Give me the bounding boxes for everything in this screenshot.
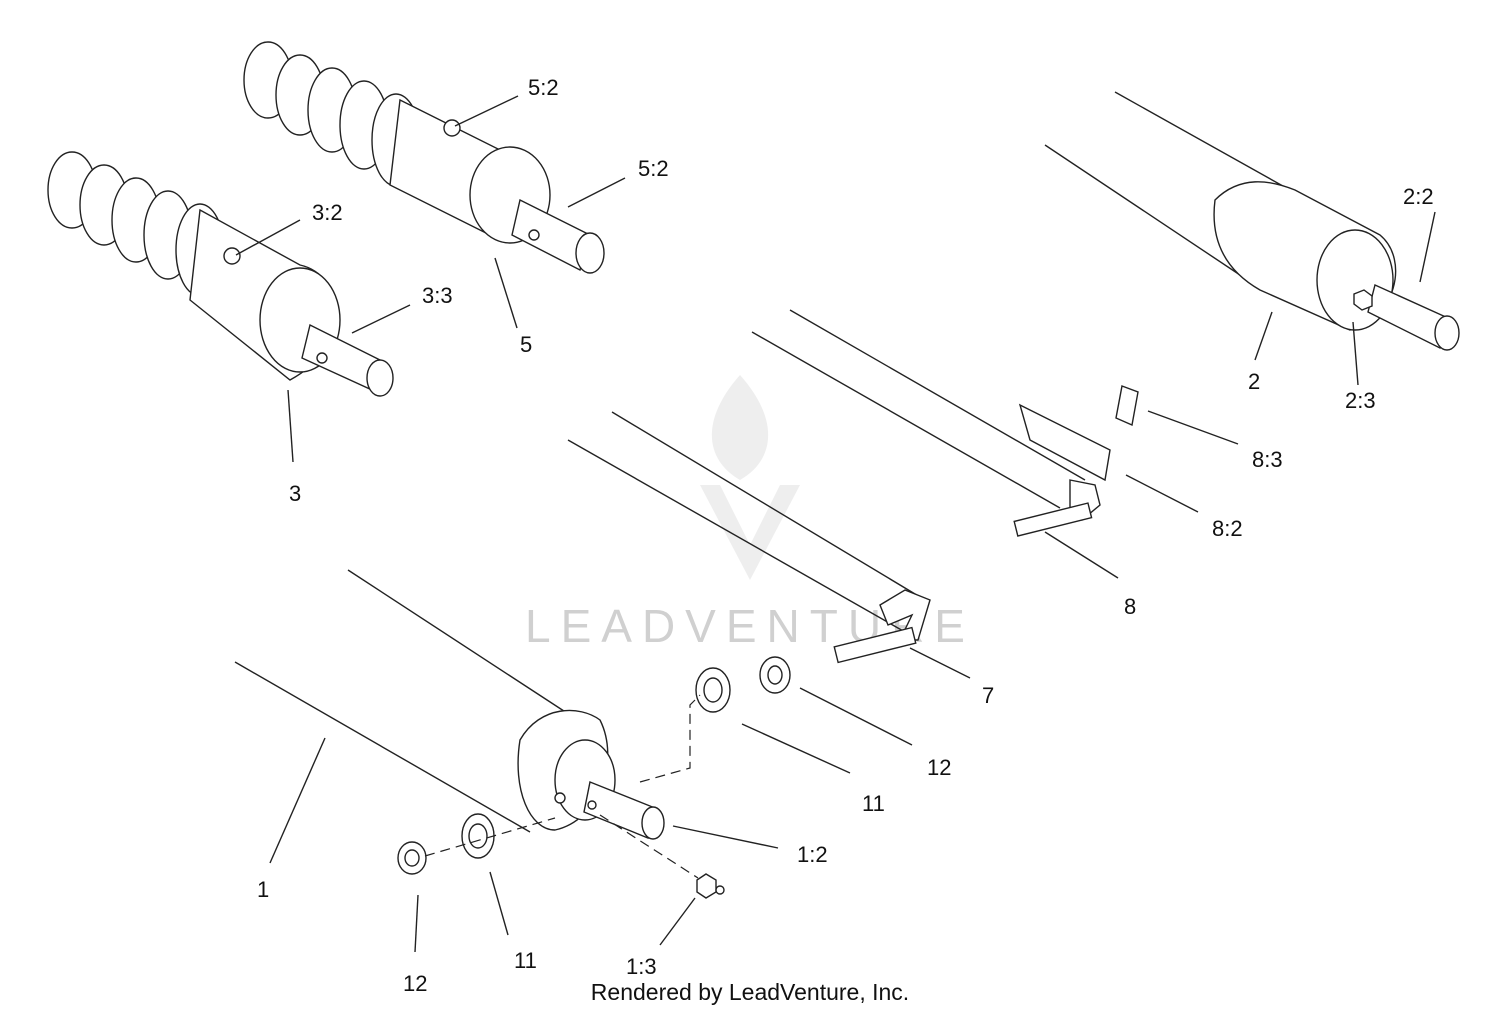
callout-3: 3 — [289, 481, 301, 506]
callout-5: 5 — [520, 332, 532, 357]
callout-8-3: 8:3 — [1252, 447, 1283, 472]
callout-8-2: 8:2 — [1212, 516, 1243, 541]
callout-1: 1 — [257, 877, 269, 902]
callout-3-2: 3:2 — [312, 200, 343, 225]
part-11-washer-upper — [695, 667, 731, 713]
part-2-cylinder — [1044, 91, 1460, 351]
callout-12a: 12 — [927, 755, 951, 780]
callout-5-2a: 5:2 — [528, 75, 559, 100]
part-7-bar — [567, 411, 931, 664]
callout-11a: 11 — [862, 791, 885, 816]
assembly-line-nut — [599, 814, 699, 879]
assembly-line-upper — [639, 694, 701, 783]
part-1-cylinder — [234, 569, 665, 840]
callout-1-2: 1:2 — [797, 842, 828, 867]
callout-1-3: 1:3 — [626, 954, 657, 979]
callout-2: 2 — [1248, 369, 1260, 394]
part-3-roller — [47, 151, 394, 397]
callout-2-2: 2:2 — [1403, 184, 1434, 209]
rendered-by-credit: Rendered by LeadVenture, Inc. — [591, 979, 909, 1005]
part-5-roller — [243, 41, 605, 274]
watermark-logo — [700, 375, 800, 580]
callout-2-3: 2:3 — [1345, 388, 1376, 413]
callout-5-2b: 5:2 — [638, 156, 669, 181]
leader-lines — [235, 95, 1436, 953]
part-11-washer-lower — [461, 813, 495, 859]
part-8-bar — [751, 309, 1139, 537]
part-1-3-nut — [696, 873, 725, 899]
callout-7: 7 — [982, 683, 994, 708]
part-12-nut-upper — [759, 656, 791, 694]
callout-8: 8 — [1124, 594, 1136, 619]
callout-12b: 12 — [403, 971, 427, 996]
callout-11b: 11 — [514, 948, 537, 973]
assembly-line-lower — [424, 817, 556, 857]
callout-3-3: 3:3 — [422, 283, 453, 308]
part-12-nut-lower — [397, 841, 427, 875]
